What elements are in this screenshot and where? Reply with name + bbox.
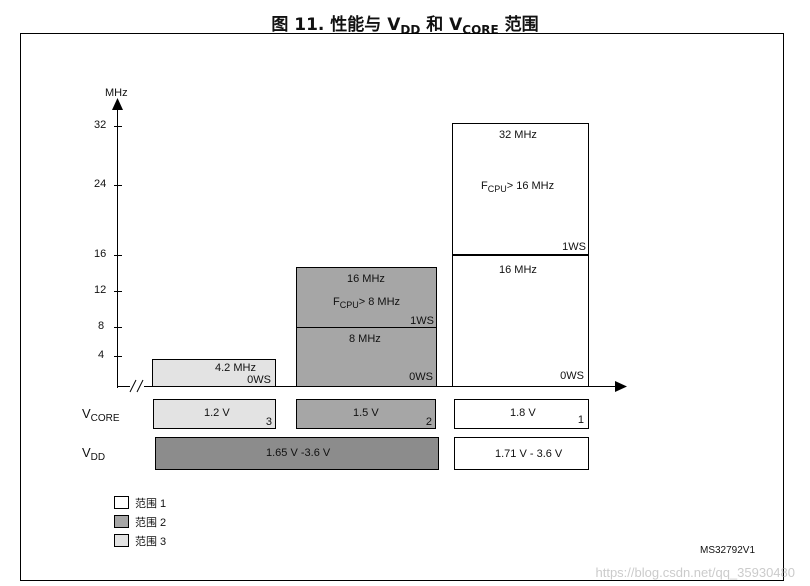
vcore-range3-box: 1.2 V 3 bbox=[153, 399, 276, 429]
y-tick-8 bbox=[114, 327, 122, 328]
legend-label-range2: 范围 2 bbox=[135, 517, 167, 529]
legend-swatch-range1 bbox=[114, 496, 129, 509]
y-tick-label: 4 bbox=[98, 349, 105, 361]
y-axis-arrow bbox=[112, 98, 123, 110]
legend-swatch-range3 bbox=[114, 534, 129, 547]
range1-upper-ws: 1WS bbox=[562, 241, 586, 253]
y-tick-24 bbox=[114, 185, 122, 186]
figure-title: 图 11. 性能与 VDD 和 VCORE 范围 bbox=[271, 15, 539, 37]
legend-label-range1: 范围 1 bbox=[135, 498, 167, 510]
legend-swatch-range2 bbox=[114, 515, 129, 528]
y-tick-label: 24 bbox=[94, 178, 107, 190]
range2-upper-bar: 16 MHz FCPU> 8 MHz 1WS bbox=[296, 267, 437, 328]
range2-lower-bar: 8 MHz 0WS bbox=[296, 327, 437, 387]
vdd-high-range-bar: 1.71 V - 3.6 V bbox=[454, 437, 589, 470]
range3-ws: 0WS bbox=[247, 374, 271, 386]
vcore-label: VCORE bbox=[82, 406, 120, 424]
range1-lower-bar: 16 MHz 0WS bbox=[452, 255, 589, 387]
y-tick-label: 12 bbox=[94, 284, 107, 296]
range1-upper-freq: 32 MHz bbox=[499, 129, 537, 141]
range3-bar: 4.2 MHz 0WS bbox=[152, 359, 276, 387]
vcore-range2-value: 1.5 V bbox=[353, 407, 379, 419]
y-tick-label: 32 bbox=[94, 119, 107, 131]
watermark: https://blog.csdn.net/qq_35930480 bbox=[595, 565, 796, 580]
vcore-range1-value: 1.8 V bbox=[510, 407, 536, 419]
vcore-range3-index: 3 bbox=[265, 416, 272, 428]
range1-lower-freq: 16 MHz bbox=[499, 264, 537, 276]
y-tick-label: 16 bbox=[94, 248, 107, 260]
range1-lower-ws: 0WS bbox=[560, 370, 584, 382]
vcore-range3-value: 1.2 V bbox=[204, 407, 230, 419]
axis-break-icon bbox=[129, 379, 144, 393]
y-tick-32 bbox=[114, 126, 122, 127]
x-axis-arrow bbox=[615, 381, 627, 392]
y-tick-16 bbox=[114, 255, 122, 256]
figure-frame bbox=[20, 33, 784, 581]
range2-lower-ws: 0WS bbox=[409, 371, 433, 383]
range2-upper-freq: 16 MHz bbox=[347, 273, 385, 285]
vdd-low-range-value: 1.65 V -3.6 V bbox=[266, 447, 331, 459]
vcore-range2-index: 2 bbox=[425, 416, 432, 428]
range3-freq: 4.2 MHz bbox=[215, 362, 256, 374]
vdd-high-range-value: 1.71 V - 3.6 V bbox=[495, 448, 563, 460]
y-tick-12 bbox=[114, 291, 122, 292]
range2-lower-freq: 8 MHz bbox=[349, 333, 381, 345]
range2-fcpu-condition: FCPU> 8 MHz bbox=[333, 296, 401, 310]
y-axis-line bbox=[117, 108, 118, 388]
range1-upper-bar: 32 MHz FCPU> 16 MHz 1WS bbox=[452, 123, 589, 256]
range1-fcpu-condition: FCPU> 16 MHz bbox=[481, 180, 555, 194]
y-axis-unit: MHz bbox=[105, 87, 128, 99]
vdd-label: VDD bbox=[82, 445, 106, 463]
vdd-low-range-bar: 1.65 V -3.6 V bbox=[155, 437, 439, 470]
vcore-range2-box: 1.5 V 2 bbox=[296, 399, 436, 429]
vcore-range1-index: 1 bbox=[577, 414, 584, 426]
document-id: MS32792V1 bbox=[700, 545, 756, 556]
range2-upper-ws: 1WS bbox=[410, 315, 434, 327]
vcore-range1-box: 1.8 V 1 bbox=[454, 399, 589, 429]
legend-label-range3: 范围 3 bbox=[135, 536, 167, 548]
y-tick-label: 8 bbox=[98, 320, 105, 332]
y-tick-4 bbox=[114, 356, 122, 357]
